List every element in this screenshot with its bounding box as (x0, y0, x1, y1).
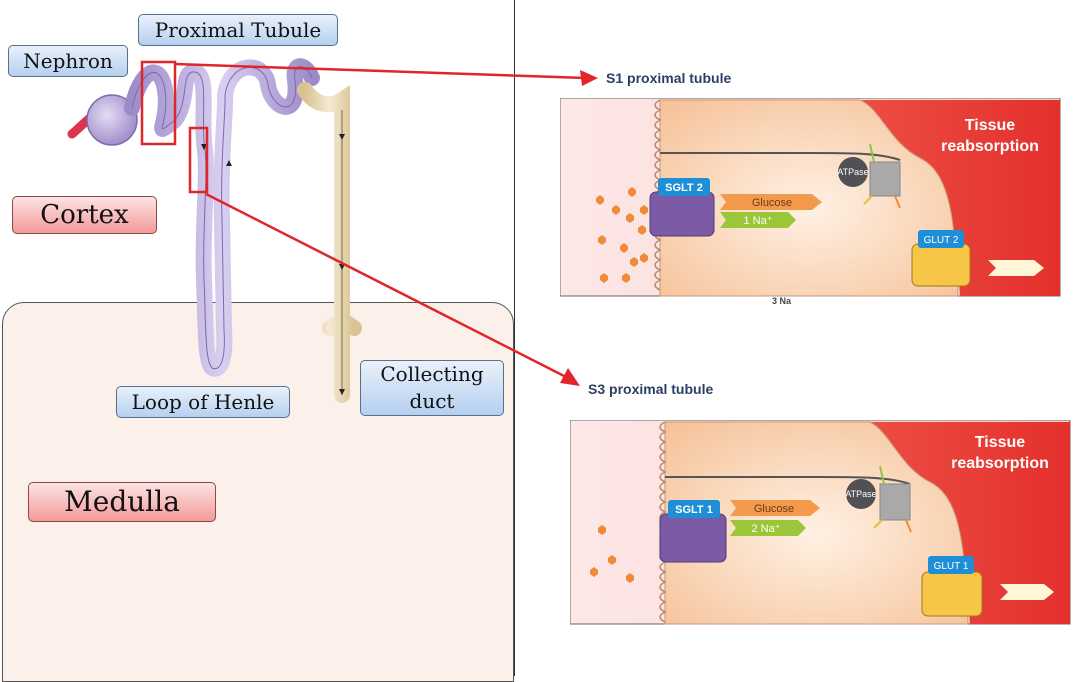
s3-sglt-transporter (659, 513, 727, 563)
s3-sglt-tag (668, 500, 720, 518)
s1-tissue-line2: reabsorption (941, 138, 1039, 155)
loop-of-henle-label: Loop of Henle (116, 386, 290, 418)
s1-glucose-text: Glucose (752, 197, 792, 209)
s1-glut-transporter (911, 243, 971, 287)
s3-glucose-text: Glucose (754, 503, 794, 515)
s3-sglt-text: SGLT 1 (675, 504, 713, 516)
s3-highlight-box (188, 126, 209, 194)
s1-sodium-text: 1 Na⁺ (743, 215, 772, 227)
s3-atpase (846, 479, 876, 509)
s3-pump (879, 483, 911, 521)
s1-sglt-text: SGLT 2 (665, 182, 703, 194)
collecting-duct-shape (297, 82, 362, 403)
nephron-label: Nephron (8, 45, 128, 77)
collecting-duct-label-line2: duct (409, 389, 455, 413)
s3-glut-text: GLUT 1 (934, 561, 969, 572)
panel-divider (514, 0, 515, 676)
cortex-label: Cortex (12, 196, 157, 234)
s1-highlight-box (140, 60, 177, 146)
s3-atpase-text: ATPase (845, 489, 876, 499)
s1-panel: SGLT 2 Glucose 1 Na⁺ ATPase GLUT 2 Tissu… (560, 98, 1061, 297)
s1-atpase-text: ATPase (837, 167, 868, 177)
s1-below-note: 3 Na (772, 296, 792, 306)
s1-sodium-arrow (720, 212, 796, 228)
s1-panel-title: S1 proximal tubule (606, 70, 732, 86)
s3-tissue-line2: reabsorption (951, 455, 1049, 472)
s3-exit-chevron (1000, 584, 1054, 600)
collecting-duct-label: Collecting duct (360, 360, 504, 416)
s1-sglt-tag (658, 178, 710, 196)
s3-glut-tag (928, 556, 974, 574)
s1-glut-tag (918, 230, 964, 248)
s3-tissue-line1: Tissue (975, 434, 1026, 451)
s3-glucose-arrow (730, 500, 820, 516)
s3-glut-transporter (921, 571, 983, 617)
s3-sodium-text: 2 Na⁺ (751, 523, 780, 535)
s3-panel-title: S3 proximal tubule (588, 381, 714, 397)
medulla-label: Medulla (28, 482, 216, 522)
proximal-tubule-label: Proximal Tubule (138, 14, 338, 46)
nephron-diagram (67, 58, 362, 403)
s3-sodium-arrow (730, 520, 806, 536)
s1-tissue-line1: Tissue (965, 117, 1016, 134)
s1-pump (869, 161, 901, 197)
s1-glut-text: GLUT 2 (924, 235, 959, 246)
s3-panel: SGLT 1 Glucose 2 Na⁺ ATPase GLUT 1 Tissu… (570, 420, 1071, 625)
s1-atpase (838, 157, 868, 187)
s3-glucose-molecules (590, 525, 634, 583)
s1-glucose-arrow (720, 194, 822, 210)
s1-exit-chevron (988, 260, 1044, 276)
s1-sglt-transporter (649, 191, 715, 237)
s1-glucose-molecules (596, 187, 648, 283)
collecting-duct-label-line1: Collecting (380, 362, 484, 386)
